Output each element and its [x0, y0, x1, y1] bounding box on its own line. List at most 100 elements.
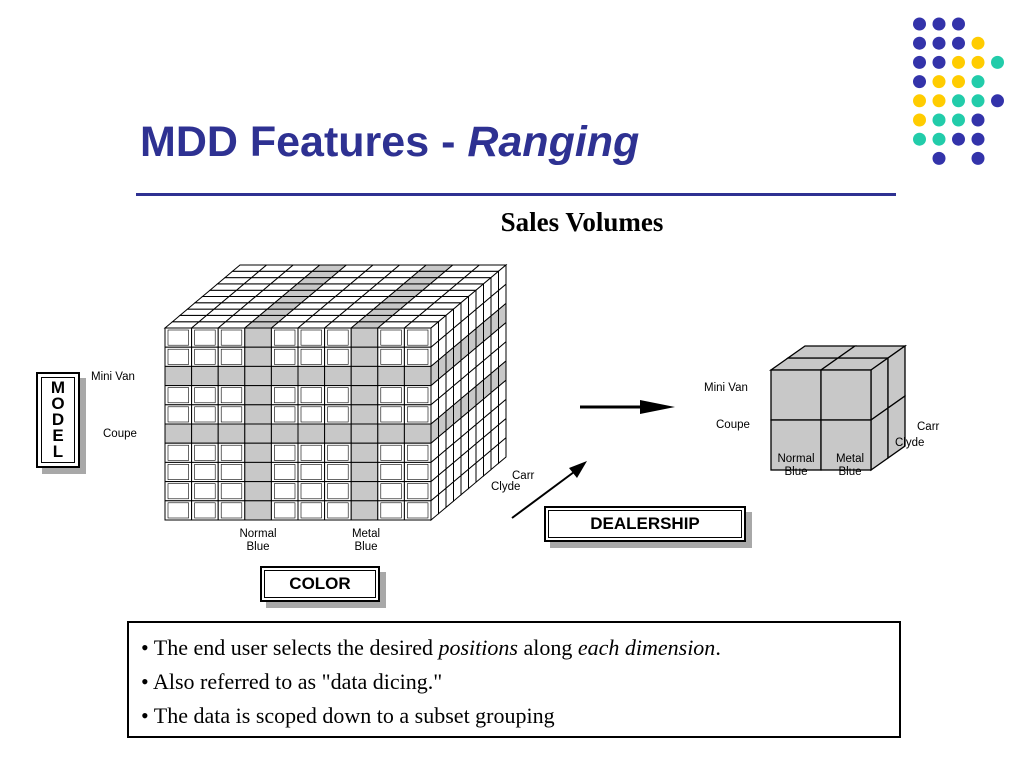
dealership-arrow-shaft	[511, 471, 575, 519]
cube-front-cell	[350, 346, 379, 367]
cube-front-cell	[324, 385, 352, 406]
small-label-normal-blue-line2: Blue	[784, 466, 808, 478]
cube-cell-inner	[380, 464, 402, 480]
decorative-dot-pattern	[913, 17, 1004, 165]
decor-dot	[952, 94, 965, 108]
bullet-1-italic-dimension: each dimension	[577, 635, 716, 660]
main-arrow-head	[640, 400, 675, 414]
arrows	[511, 400, 675, 519]
cube-front-cell	[324, 461, 352, 483]
model-letter-l: L	[52, 442, 64, 461]
cube-front-cell	[164, 481, 193, 502]
cube-cell-inner	[220, 502, 243, 519]
decor-dot	[913, 94, 926, 108]
cube-cell-inner	[167, 444, 189, 461]
cube-cell-inner	[274, 483, 296, 500]
cube-front-cell	[324, 365, 352, 387]
cube-cell-inner	[167, 329, 189, 346]
bullet-1-mid: along	[517, 635, 578, 660]
cube-front-cell	[217, 404, 246, 425]
model-box-inner: M O D E L	[41, 377, 75, 463]
cube-front-cell	[270, 365, 299, 387]
cube-front-cell	[164, 327, 193, 348]
cube-cell-inner	[327, 387, 349, 404]
cube-front-cell	[350, 461, 379, 483]
cube-front-cell	[403, 385, 432, 406]
cube-front-cell	[403, 461, 432, 483]
cube-cell-inner	[300, 387, 322, 404]
dealership-dimension-box: DEALERSHIP	[544, 506, 746, 542]
cube-cell-inner	[407, 329, 429, 346]
cube-front-cell	[350, 423, 379, 444]
cube-front-cell	[270, 327, 299, 348]
cube-front-cell	[297, 365, 326, 387]
bullet-1-suffix: .	[715, 635, 721, 660]
cube-front-cell	[270, 500, 299, 521]
decor-dot	[913, 132, 926, 146]
cube-front-cell	[377, 442, 405, 463]
cube-front-cell	[191, 404, 219, 425]
cube-cell-inner	[220, 444, 243, 461]
color-dimension-box: COLOR	[260, 566, 380, 602]
color-label: COLOR	[264, 570, 376, 598]
cube-front-cell	[324, 346, 352, 367]
large-data-cube	[163, 263, 508, 522]
decor-dot	[971, 75, 985, 89]
decor-dot	[932, 113, 946, 127]
decor-dot	[971, 36, 985, 50]
cube-cell-inner	[274, 329, 296, 346]
model-letter-m: M	[50, 378, 66, 397]
dealership-label: DEALERSHIP	[548, 510, 742, 538]
cube-front-cell	[297, 442, 326, 463]
bullet-1: • The end user selects the desired posit…	[141, 631, 887, 665]
cube-cell-inner	[274, 502, 296, 519]
small-cube-front-cell	[770, 369, 822, 421]
model-letter-d: D	[51, 410, 65, 429]
cube-front-cell	[297, 327, 326, 348]
cube-cell-inner	[407, 483, 429, 500]
cube-front-cell	[297, 481, 326, 502]
cube-cell-inner	[407, 406, 429, 423]
cube-cell-inner	[380, 483, 402, 500]
cube-cell-inner	[274, 348, 296, 365]
cube-cell-inner	[327, 483, 349, 500]
decor-dot	[952, 132, 965, 146]
cube-front-cell	[164, 346, 193, 367]
cube-cell-inner	[167, 406, 189, 423]
cube-cell-inner	[194, 464, 216, 480]
cube-front-cell	[191, 327, 219, 348]
decor-dot	[991, 94, 1004, 108]
cube-front-cell	[191, 500, 219, 521]
cube-cell-inner	[220, 329, 243, 346]
cube-cell-inner	[194, 329, 216, 346]
decor-dot	[932, 55, 946, 69]
cube-cell-inner	[167, 464, 189, 480]
cube-cell-inner	[327, 329, 349, 346]
cube-front-cell	[324, 442, 352, 463]
cube-front-cell	[244, 481, 272, 502]
small-label-mini-van: Mini Van	[704, 382, 748, 394]
decor-dot	[952, 55, 965, 69]
label-normal-blue: Normal Blue	[226, 528, 290, 554]
cube-front-cell	[244, 404, 272, 425]
cube-front-cell	[324, 404, 352, 425]
cube-cell-inner	[167, 387, 189, 404]
cube-cell-inner	[380, 387, 402, 404]
label-metal-blue-line1: Metal	[351, 528, 381, 540]
cube-front-cell	[324, 500, 352, 521]
cube-cell-inner	[274, 406, 296, 423]
decor-dot	[913, 17, 926, 31]
cube-cell-inner	[274, 387, 296, 404]
cube-front-cell	[244, 365, 272, 387]
cube-front-cell	[403, 404, 432, 425]
cube-front-cell	[191, 365, 219, 387]
cube-front-cell	[297, 461, 326, 483]
cube-cell-inner	[194, 502, 216, 519]
cube-cell-inner	[300, 483, 322, 500]
cube-cell-inner	[194, 444, 216, 461]
cube-cell-inner	[327, 348, 349, 365]
cube-front-cell	[350, 442, 379, 463]
cube-front-cell	[403, 346, 432, 367]
cube-front-cell	[377, 346, 405, 367]
